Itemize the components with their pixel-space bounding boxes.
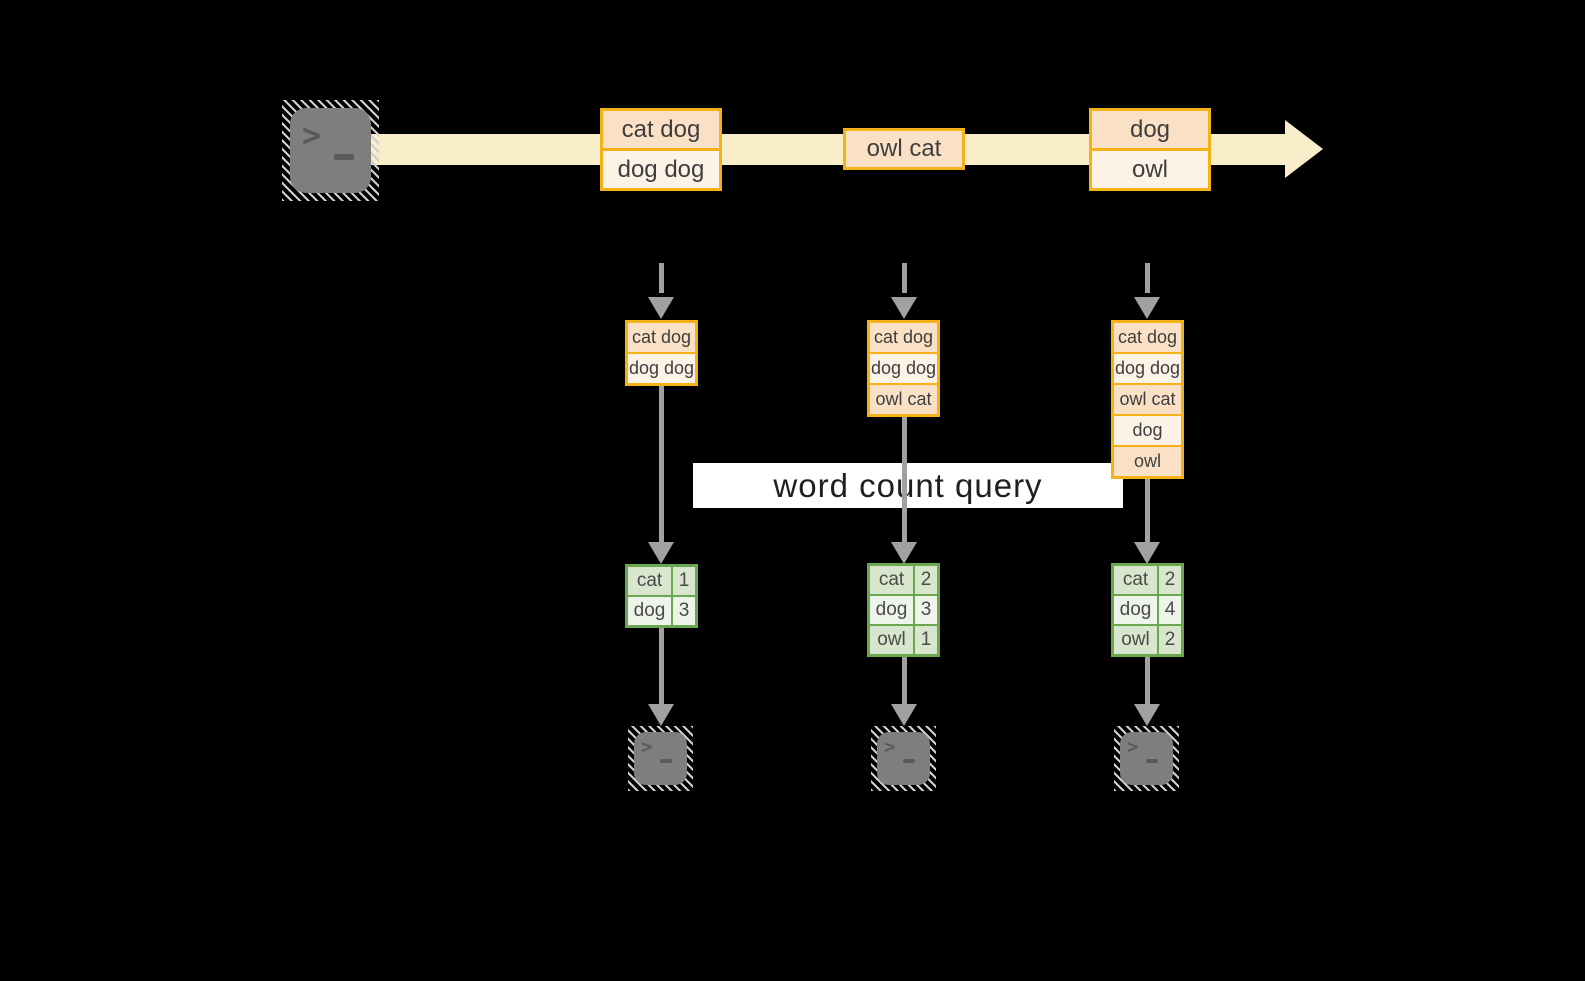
table-row: dog 3 bbox=[628, 597, 695, 625]
stream-batch-3: dog owl bbox=[1089, 108, 1211, 191]
prompt-underscore-icon bbox=[1146, 759, 1158, 763]
query-arrow bbox=[1145, 479, 1150, 542]
stream-record: owl cat bbox=[846, 131, 962, 167]
count-table-3: cat 2 dog 4 owl 2 bbox=[1111, 563, 1184, 657]
word-cell: dog bbox=[1114, 596, 1157, 624]
state-record: owl cat bbox=[1114, 385, 1181, 414]
word-cell: cat bbox=[1114, 566, 1157, 594]
word-cell: cat bbox=[870, 566, 913, 594]
count-table-2: cat 2 dog 3 owl 1 bbox=[867, 563, 940, 657]
state-box-1: cat dog dog dog bbox=[625, 320, 698, 386]
word-cell: dog bbox=[628, 597, 671, 625]
state-box-2: cat dog dog dog owl cat bbox=[867, 320, 940, 417]
state-record: cat dog bbox=[870, 323, 937, 352]
terminal-sink-icon: > bbox=[871, 726, 936, 791]
state-record: cat dog bbox=[1114, 323, 1181, 352]
count-cell: 2 bbox=[1159, 566, 1181, 594]
count-cell: 2 bbox=[1159, 626, 1181, 654]
table-row: cat 1 bbox=[628, 567, 695, 595]
table-row: owl 2 bbox=[1114, 626, 1181, 654]
down-arrowhead-icon bbox=[1134, 297, 1160, 319]
table-row: dog 3 bbox=[870, 596, 937, 624]
state-record: owl bbox=[1114, 447, 1181, 476]
count-cell: 1 bbox=[915, 626, 937, 654]
table-row: cat 2 bbox=[1114, 566, 1181, 594]
terminal-body: > bbox=[877, 732, 930, 785]
down-arrowhead-icon bbox=[1134, 542, 1160, 564]
count-cell: 4 bbox=[1159, 596, 1181, 624]
down-arrowhead-icon bbox=[648, 704, 674, 726]
stream-arrowhead-icon bbox=[1285, 120, 1323, 178]
output-arrow bbox=[659, 628, 664, 704]
prompt-underscore-icon bbox=[660, 759, 672, 763]
stream-record: dog bbox=[1092, 111, 1208, 148]
terminal-body: > bbox=[290, 108, 371, 193]
terminal-sink-icon: > bbox=[1114, 726, 1179, 791]
terminal-body: > bbox=[1120, 732, 1173, 785]
down-arrowhead-icon bbox=[1134, 704, 1160, 726]
table-row: cat 2 bbox=[870, 566, 937, 594]
query-banner: word count query bbox=[693, 463, 1123, 508]
state-box-3: cat dog dog dog owl cat dog owl bbox=[1111, 320, 1184, 479]
table-row: owl 1 bbox=[870, 626, 937, 654]
count-cell: 3 bbox=[673, 597, 695, 625]
query-arrow bbox=[902, 417, 907, 542]
state-record: dog dog bbox=[628, 354, 695, 383]
stream-record: owl bbox=[1092, 151, 1208, 188]
terminal-body: > bbox=[634, 732, 687, 785]
word-cell: owl bbox=[870, 626, 913, 654]
terminal-sink-icon: > bbox=[628, 726, 693, 791]
prompt-underscore-icon bbox=[334, 154, 354, 160]
stream-record: dog dog bbox=[603, 151, 719, 188]
down-arrowhead-icon bbox=[648, 542, 674, 564]
state-record: dog bbox=[1114, 416, 1181, 445]
prompt-chevron-icon: > bbox=[641, 736, 653, 758]
word-cell: cat bbox=[628, 567, 671, 595]
table-row: dog 4 bbox=[1114, 596, 1181, 624]
dashed-arrow bbox=[902, 263, 907, 293]
down-arrowhead-icon bbox=[891, 704, 917, 726]
prompt-chevron-icon: > bbox=[1127, 736, 1139, 758]
down-arrowhead-icon bbox=[648, 297, 674, 319]
down-arrowhead-icon bbox=[891, 542, 917, 564]
state-record: dog dog bbox=[870, 354, 937, 383]
word-cell: owl bbox=[1114, 626, 1157, 654]
state-record: dog dog bbox=[1114, 354, 1181, 383]
count-cell: 1 bbox=[673, 567, 695, 595]
prompt-underscore-icon bbox=[903, 759, 915, 763]
query-banner-label: word count query bbox=[773, 466, 1043, 504]
down-arrowhead-icon bbox=[891, 297, 917, 319]
stream-record: cat dog bbox=[603, 111, 719, 148]
terminal-source-icon: > bbox=[282, 100, 379, 201]
count-cell: 2 bbox=[915, 566, 937, 594]
output-arrow bbox=[902, 657, 907, 704]
count-cell: 3 bbox=[915, 596, 937, 624]
word-cell: dog bbox=[870, 596, 913, 624]
query-arrow bbox=[659, 386, 664, 542]
count-table-1: cat 1 dog 3 bbox=[625, 564, 698, 628]
dashed-arrow bbox=[659, 263, 664, 293]
stream-batch-1: cat dog dog dog bbox=[600, 108, 722, 191]
output-arrow bbox=[1145, 657, 1150, 704]
state-record: cat dog bbox=[628, 323, 695, 352]
prompt-chevron-icon: > bbox=[302, 116, 322, 154]
stream-batch-2: owl cat bbox=[843, 128, 965, 170]
state-record: owl cat bbox=[870, 385, 937, 414]
dashed-arrow bbox=[1145, 263, 1150, 293]
prompt-chevron-icon: > bbox=[884, 736, 896, 758]
